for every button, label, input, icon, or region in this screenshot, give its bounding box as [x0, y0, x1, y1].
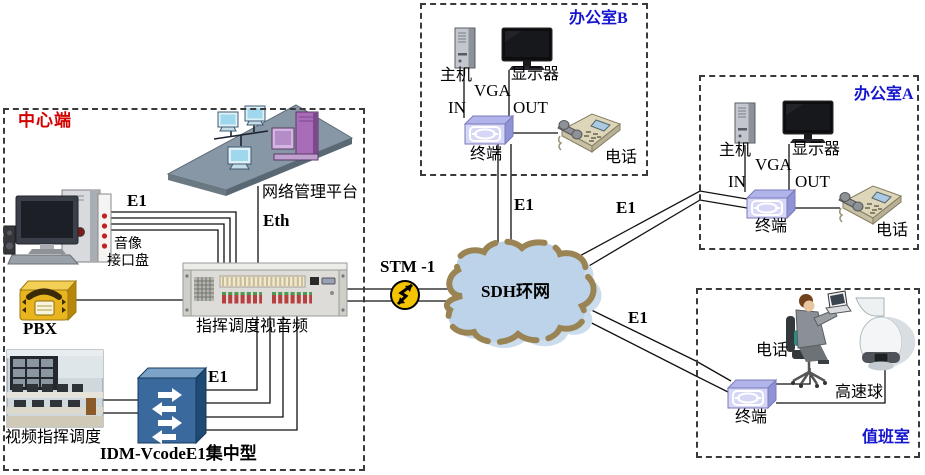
network-platform-icon [166, 104, 354, 196]
duty-terminal-label: 终端 [735, 409, 768, 426]
office-a-phone-label: 电话 [876, 222, 909, 239]
idm-label: IDM-VcodeE1集中型 [100, 444, 257, 463]
sdh-cloud-icon [443, 238, 602, 349]
office-a-title: 办公室A [854, 86, 914, 103]
dispatch-rack-icon [182, 262, 348, 317]
eth-label: Eth [263, 211, 290, 230]
av-card-label-1: 音像 [114, 237, 142, 252]
office-a-host-label: 主机 [719, 142, 752, 159]
av-card-label-2: 接口盘 [107, 254, 149, 269]
office-b-title: 办公室B [569, 10, 628, 27]
duty-camera-label: 高速球 [835, 384, 884, 401]
video-dispatch-label: 视频指挥调度 [5, 429, 102, 446]
office-b-host-label: 主机 [440, 67, 473, 84]
region-office-a [699, 75, 919, 250]
office-a-e1-label: E1 [616, 198, 636, 217]
region-center [3, 108, 365, 471]
network-platform-label: 网络管理平台 [262, 184, 359, 201]
office-b-vga-label: VGA [474, 81, 511, 100]
dispatch-rack-label: 指挥调度视音频 [196, 318, 309, 335]
office-a-out-label: OUT [795, 172, 830, 191]
office-b-monitor-label: 显示器 [511, 66, 560, 83]
dome-camera-icon [855, 297, 916, 371]
pbx-label: PBX [23, 319, 57, 338]
office-b-e1-label: E1 [514, 195, 534, 214]
office-a-terminal-label: 终端 [755, 218, 788, 235]
region-office-b [420, 3, 648, 176]
office-b-in-label: IN [448, 98, 466, 117]
stm1-label: STM -1 [380, 257, 436, 276]
duty-room-title: 值班室 [862, 429, 911, 446]
office-a-monitor-label: 显示器 [792, 141, 841, 158]
office-a-vga-label: VGA [755, 155, 792, 174]
office-b-phone-label: 电话 [605, 149, 638, 166]
region-duty-room [696, 288, 920, 458]
office-b-out-label: OUT [513, 98, 548, 117]
stm1-lightning-icon [390, 280, 420, 310]
center-title: 中心端 [18, 111, 72, 130]
duty-e1-label: E1 [628, 308, 648, 327]
control-room-photo [6, 349, 104, 428]
sdh-cloud-label: SDH环网 [481, 282, 550, 301]
operator-on-chair-icon [786, 290, 852, 388]
idm-e1-label: E1 [208, 367, 228, 386]
office-b-terminal-label: 终端 [470, 146, 503, 163]
duty-phone-label: 电话 [756, 342, 789, 359]
idm-switch-icon [136, 366, 208, 445]
center-e1-label: E1 [127, 191, 147, 210]
pbx-icon [18, 279, 78, 322]
office-a-in-label: IN [728, 172, 746, 191]
dispatch-workstation-icon [3, 189, 112, 265]
